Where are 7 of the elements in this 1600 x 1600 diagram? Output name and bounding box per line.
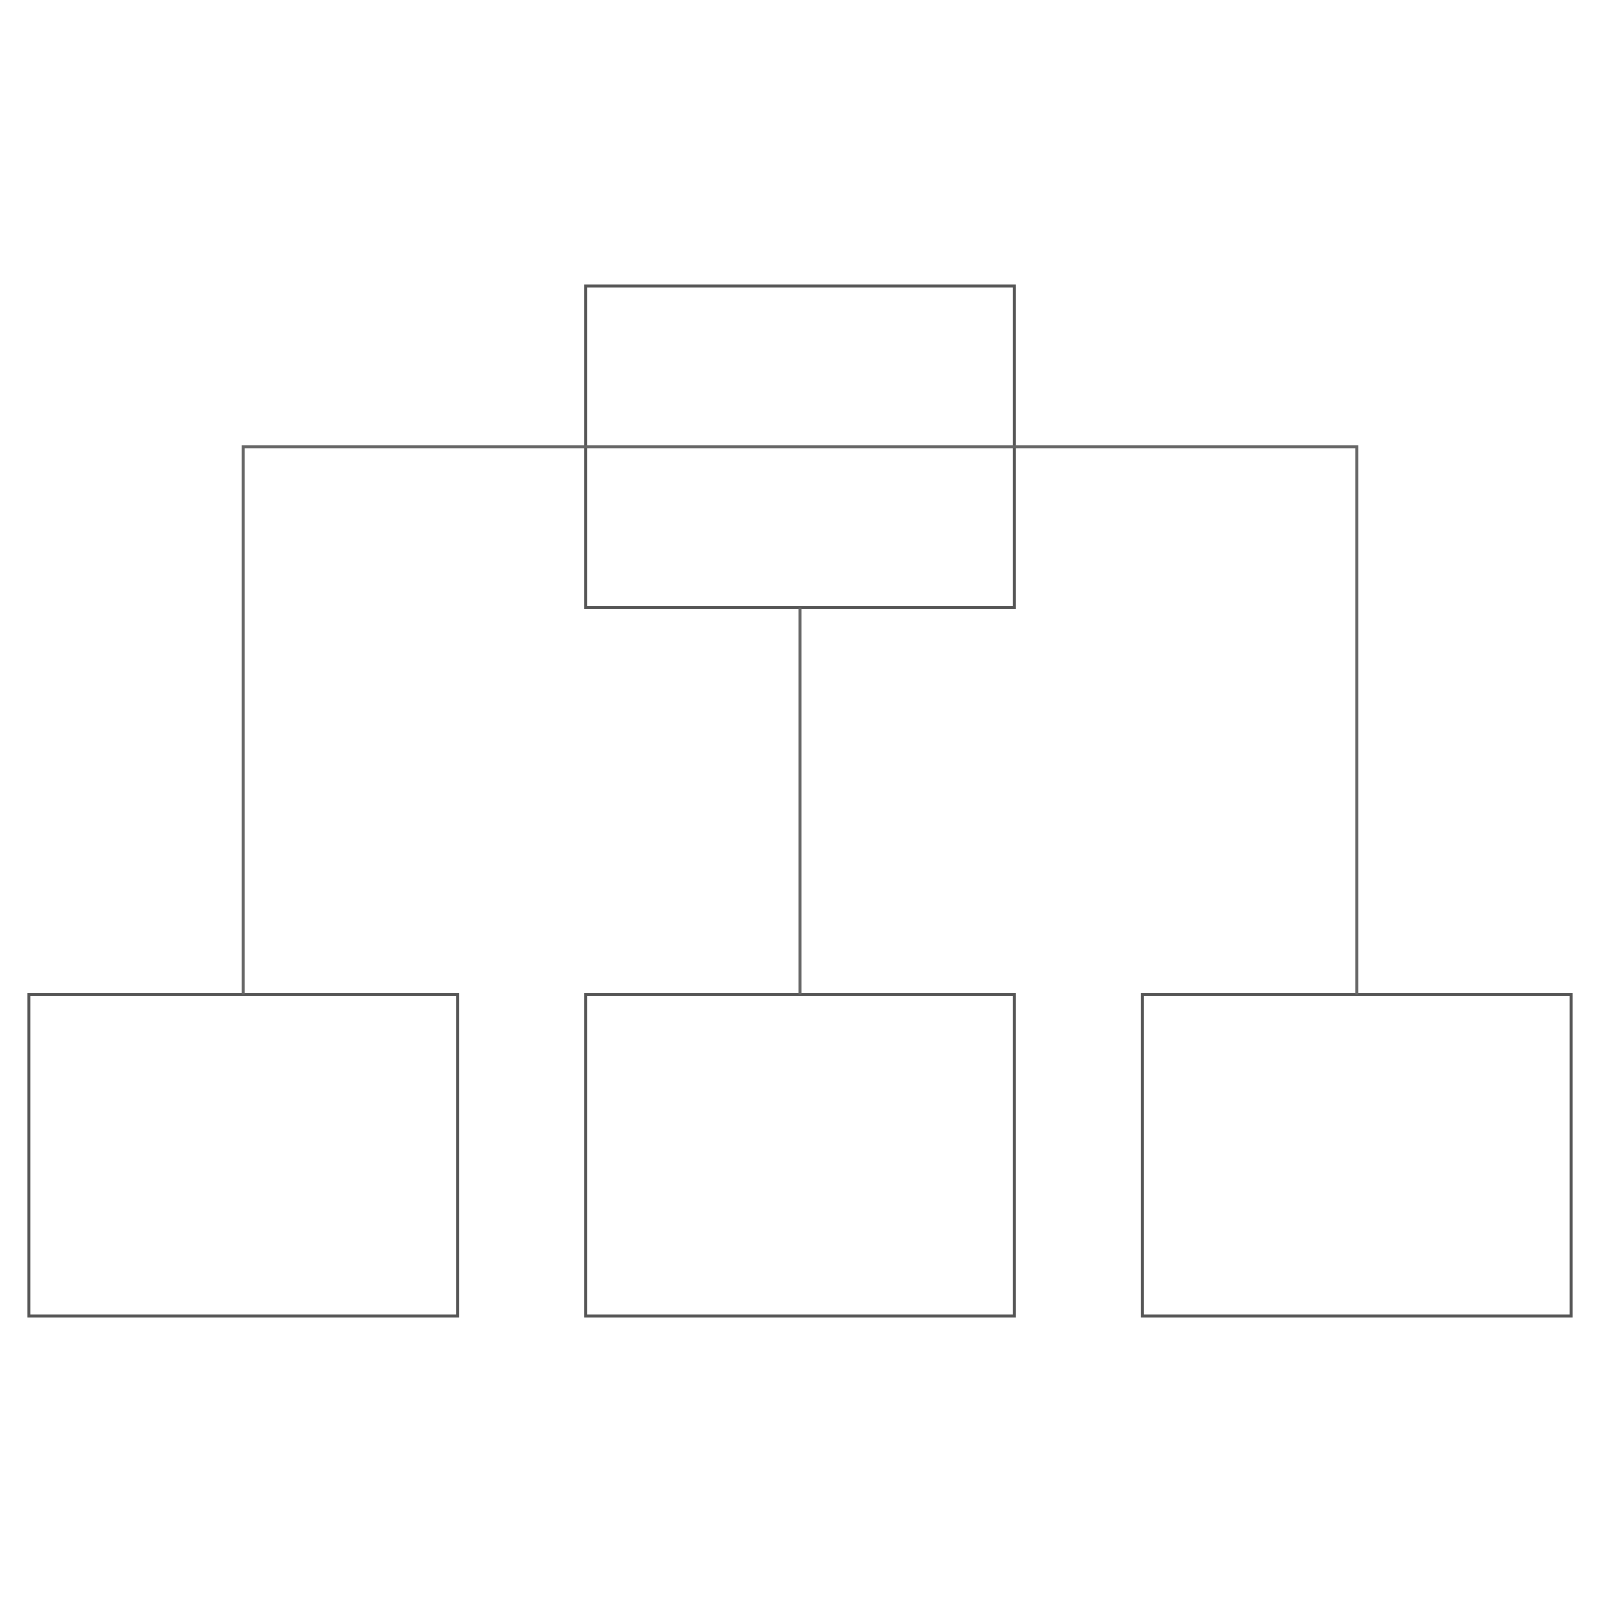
node-box xyxy=(584,992,1016,1317)
node-box xyxy=(584,283,1016,608)
connector xyxy=(241,444,800,994)
connector xyxy=(798,606,802,994)
node-box xyxy=(27,992,460,1317)
connector xyxy=(800,444,1359,994)
node-box xyxy=(1140,992,1573,1317)
